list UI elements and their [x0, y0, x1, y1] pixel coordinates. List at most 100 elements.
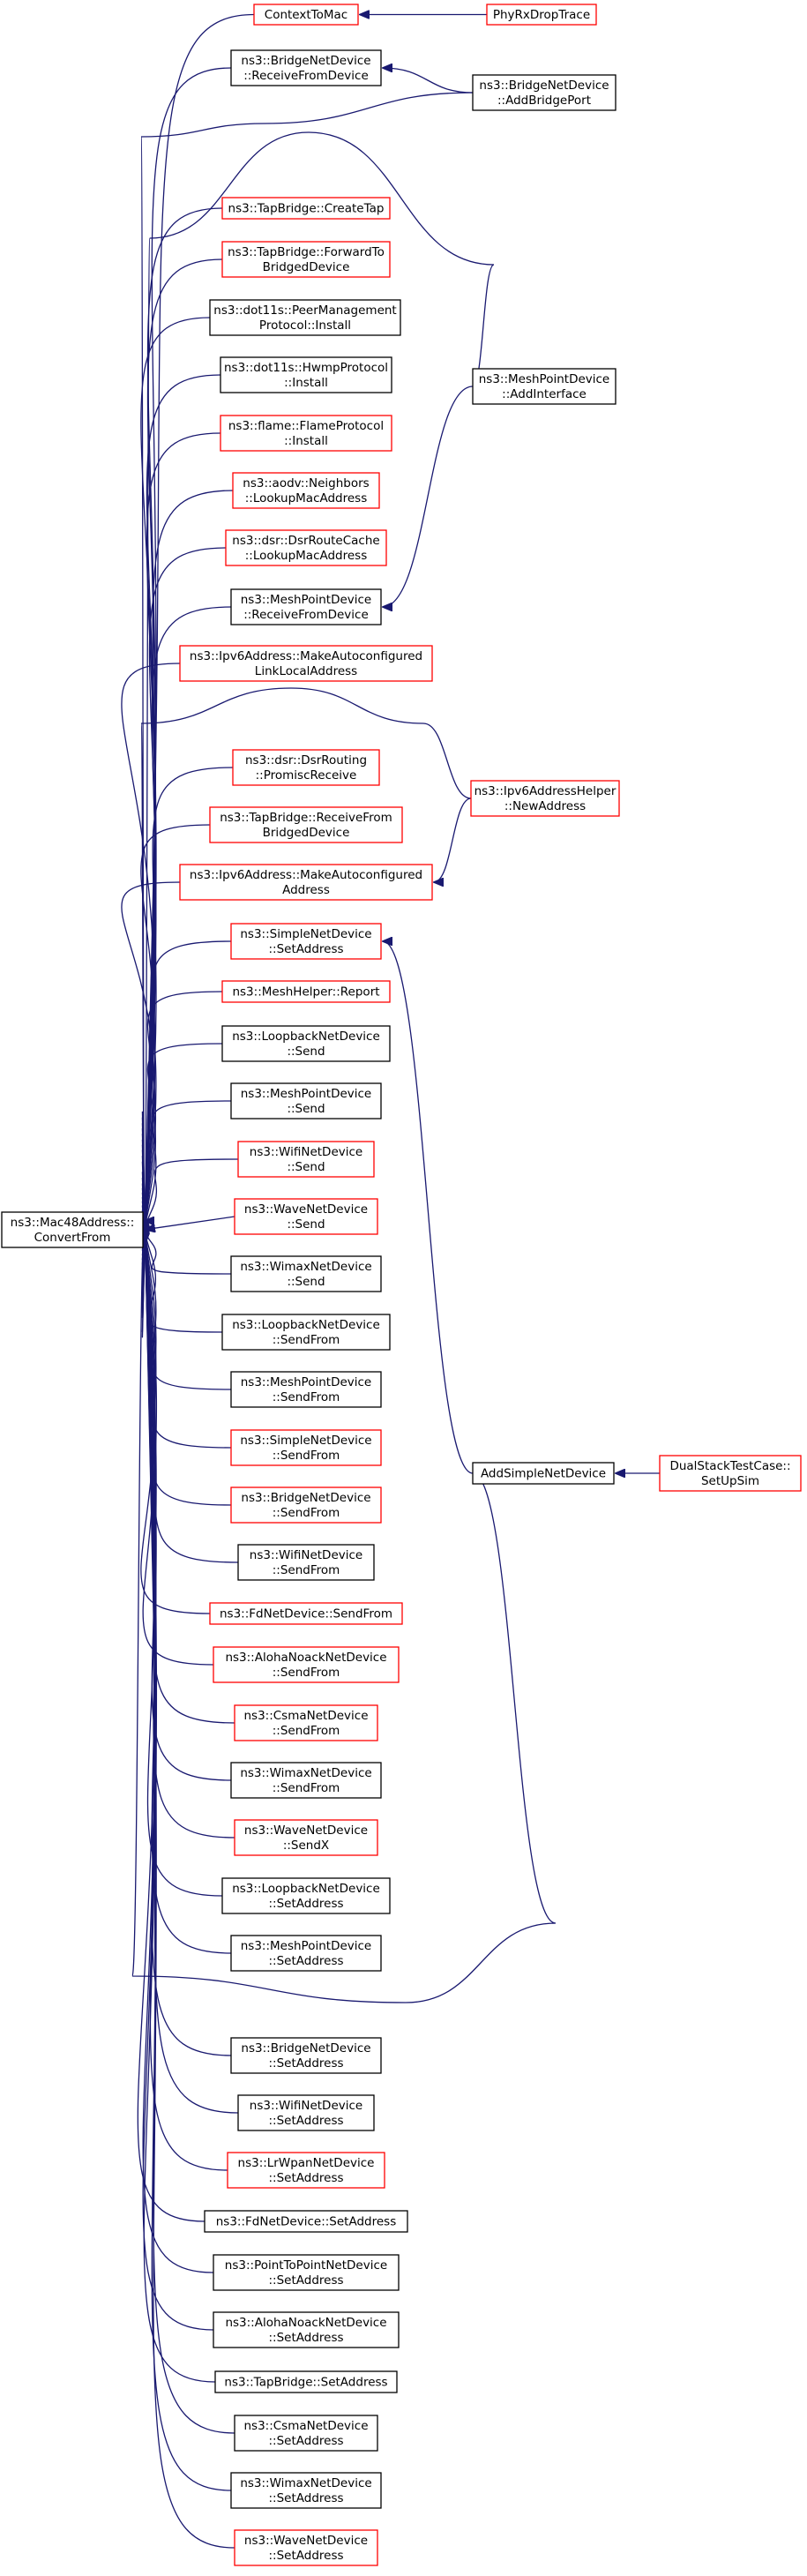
node-fd_send_from[interactable]: ns3::FdNetDevice::SendFrom [209, 1602, 403, 1625]
node-box [234, 2415, 378, 2452]
node-label-line: ::SetAddress [268, 2114, 343, 2128]
node-p2p_set_address[interactable]: ns3::PointToPointNetDevice::SetAddress [213, 2254, 400, 2291]
node-mesh_point_send_from[interactable]: ns3::MeshPointDevice::SendFrom [230, 1371, 382, 1408]
node-label-line: ::NewAddress [504, 799, 586, 813]
node-mesh_point_add_interface[interactable]: ns3::MeshPointDevice::AddInterface [472, 368, 616, 405]
node-context_to_mac[interactable]: ContextToMac [253, 4, 359, 26]
node-mesh_point_send[interactable]: ns3::MeshPointDevice::Send [230, 1082, 382, 1120]
node-wave_send_x[interactable]: ns3::WaveNetDevice::SendX [234, 1819, 378, 1856]
node-aloha_set_address[interactable]: ns3::AlohaNoackNetDevice::SetAddress [213, 2311, 400, 2348]
node-dsr_routing_promisc_receive[interactable]: ns3::dsr::DsrRouting::PromiscReceive [232, 749, 380, 786]
node-tap_set_address[interactable]: ns3::TapBridge::SetAddress [214, 2370, 398, 2393]
node-label-line: DualStackTestCase:: [669, 1459, 790, 1473]
node-box [470, 780, 620, 817]
node-dot11s_hwmp_install[interactable]: ns3::dot11s::HwmpProtocol::Install [220, 356, 392, 393]
node-label-line: ::SendX [283, 1838, 329, 1853]
node-label-line: PhyRxDropTrace [493, 8, 590, 22]
node-wave_send[interactable]: ns3::WaveNetDevice::Send [234, 1198, 378, 1235]
node-bridge_send_from[interactable]: ns3::BridgeNetDevice::SendFrom [230, 1486, 382, 1524]
node-ipv6_make_autoconf_link_local[interactable]: ns3::Ipv6Address::MakeAutoconfiguredLink… [179, 645, 433, 682]
node-fd_set_address[interactable]: ns3::FdNetDevice::SetAddress [204, 2210, 408, 2233]
node-simple_send_from[interactable]: ns3::SimpleNetDevice::SendFrom [230, 1429, 382, 1466]
node-label-line: ns3::WifiNetDevice [250, 2099, 362, 2113]
node-label-line: ns3::MeshPointDevice [241, 1939, 372, 1953]
node-box [230, 2037, 382, 2074]
edge-wave_set_address-to-root [142, 1111, 235, 2549]
node-label-line: ns3::WaveNetDevice [244, 2534, 368, 2548]
node-add_simple_net_device[interactable]: AddSimpleNetDevice [472, 1462, 615, 1485]
node-mesh_helper_report[interactable]: ns3::MeshHelper::Report [221, 980, 391, 1003]
node-loopback_send_from[interactable]: ns3::LoopbackNetDevice::SendFrom [221, 1314, 391, 1351]
node-dual_stack_setup_sim[interactable]: DualStackTestCase::SetUpSim [659, 1455, 802, 1492]
node-simple_set_address[interactable]: ns3::SimpleNetDevice::SetAddress [230, 923, 382, 960]
node-label-line: ::AddInterface [502, 387, 587, 401]
node-label-line: ::SetAddress [268, 2434, 343, 2448]
node-label-line: ::SendFrom [273, 1563, 340, 1577]
node-csma_set_address[interactable]: ns3::CsmaNetDevice::SetAddress [234, 2415, 378, 2452]
node-box [486, 4, 597, 26]
node-label-line: ConvertFrom [34, 1231, 111, 1245]
node-loopback_set_address[interactable]: ns3::LoopbackNetDevice::SetAddress [221, 1877, 391, 1914]
node-label-line: ::SendFrom [273, 1781, 340, 1795]
node-label-line: ns3::TapBridge::ForwardTo [228, 245, 385, 259]
node-wifi_set_address[interactable]: ns3::WifiNetDevice::SetAddress [237, 2094, 375, 2131]
node-label-line: ns3::Ipv6AddressHelper [474, 784, 616, 798]
node-wimax_send_from[interactable]: ns3::WimaxNetDevice::SendFrom [230, 1762, 382, 1799]
node-box [209, 1602, 403, 1625]
node-label-line: AddSimpleNetDevice [481, 1467, 606, 1481]
node-box [227, 2152, 385, 2189]
node-box [230, 1429, 382, 1466]
node-wave_set_address[interactable]: ns3::WaveNetDevice::SetAddress [234, 2529, 378, 2566]
node-ipv6_make_autoconf_address[interactable]: ns3::Ipv6Address::MakeAutoconfiguredAddr… [179, 864, 433, 901]
node-flame_install[interactable]: ns3::flame::FlameProtocol::Install [220, 415, 392, 452]
node-bridge_set_address[interactable]: ns3::BridgeNetDevice::SetAddress [230, 2037, 382, 2074]
node-box [221, 1877, 391, 1914]
node-bridge_add_bridge_port[interactable]: ns3::BridgeNetDevice::AddBridgePort [472, 74, 616, 111]
node-label-line: ns3::flame::FlameProtocol [228, 419, 384, 433]
node-box [213, 1646, 400, 1683]
node-lrwpan_set_address[interactable]: ns3::LrWpanNetDevice::SetAddress [227, 2152, 385, 2189]
edge-wifi_send_from-to-root [142, 1205, 239, 1563]
node-box [472, 368, 616, 405]
node-wimax_send[interactable]: ns3::WimaxNetDevice::Send [230, 1255, 382, 1292]
node-label-line: ::Send [287, 1102, 325, 1116]
node-label-line: ns3::dot11s::HwmpProtocol [224, 361, 388, 375]
node-box [221, 1025, 391, 1062]
node-label-line: ContextToMac [265, 8, 347, 22]
node-label-line: ::SetAddress [268, 2171, 343, 2185]
node-label-line: ns3::WaveNetDevice [244, 1823, 368, 1838]
node-wifi_send_from[interactable]: ns3::WifiNetDevice::SendFrom [237, 1544, 375, 1581]
node-box [230, 1255, 382, 1292]
node-dot11s_peer_mgmt_install[interactable]: ns3::dot11s::PeerManagementProtocol::Ins… [209, 299, 401, 336]
node-box [230, 49, 382, 86]
node-tap_create_tap[interactable]: ns3::TapBridge::CreateTap [221, 197, 391, 220]
node-phy_rx_drop_trace[interactable]: PhyRxDropTrace [486, 4, 597, 26]
node-root: ns3::Mac48Address::ConvertFrom [1, 1211, 144, 1248]
node-box [221, 1314, 391, 1351]
node-wifi_send[interactable]: ns3::WifiNetDevice::Send [237, 1141, 375, 1178]
node-csma_send_from[interactable]: ns3::CsmaNetDevice::SendFrom [234, 1704, 378, 1741]
node-label-line: ns3::WaveNetDevice [244, 1202, 368, 1217]
node-label-line: Address [282, 883, 330, 897]
node-label-line: ::SetAddress [268, 942, 343, 956]
node-label-line: Protocol::Install [259, 318, 351, 333]
node-label-line: ::LookupMacAddress [245, 491, 368, 505]
node-bridge_receive_from_device[interactable]: ns3::BridgeNetDevice::ReceiveFromDevice [230, 49, 382, 86]
edge-add_simple_net_device-to-simple_set_address [383, 941, 474, 1474]
node-loopback_send[interactable]: ns3::LoopbackNetDevice::Send [221, 1025, 391, 1062]
node-aloha_send_from[interactable]: ns3::AlohaNoackNetDevice::SendFrom [213, 1646, 400, 1683]
node-ipv6_address_helper_new_address[interactable]: ns3::Ipv6AddressHelper::NewAddress [470, 780, 620, 817]
node-mesh_point_receive_from_device[interactable]: ns3::MeshPointDevice::ReceiveFromDevice [230, 588, 382, 625]
node-label-line: ns3::WimaxNetDevice [240, 1766, 371, 1780]
node-wimax_set_address[interactable]: ns3::WimaxNetDevice::SetAddress [230, 2472, 382, 2509]
edge-wave_send-to-root [146, 1216, 235, 1230]
node-aodv_lookup_mac[interactable]: ns3::aodv::Neighbors::LookupMacAddress [232, 472, 380, 509]
node-label-line: ns3::AlohaNoackNetDevice [225, 1651, 386, 1665]
node-dsr_route_cache_lookup_mac[interactable]: ns3::dsr::DsrRouteCache::LookupMacAddres… [225, 529, 387, 566]
node-label-line: ns3::BridgeNetDevice [241, 1491, 370, 1505]
node-mesh_point_set_address[interactable]: ns3::MeshPointDevice::SetAddress [230, 1935, 382, 1972]
node-box [213, 2254, 400, 2291]
node-box [220, 415, 392, 452]
